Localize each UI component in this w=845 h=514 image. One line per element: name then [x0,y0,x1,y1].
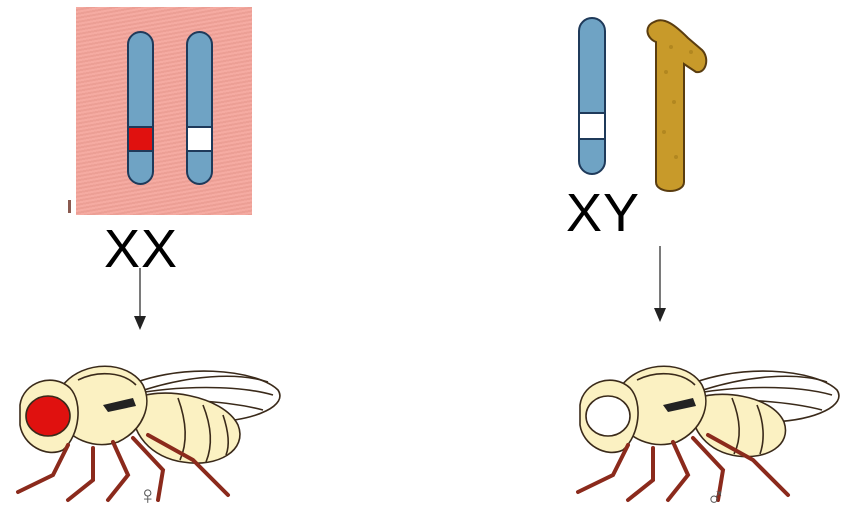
female-symbol: ♀ [138,482,158,508]
x-chromosome-male [578,17,606,175]
red-eye-allele [129,126,152,152]
panel-edge-mark [68,200,71,213]
female-chromosome-panel [76,7,252,215]
white-eye-allele-male [580,112,604,140]
x-chromosome-2 [186,31,213,185]
male-symbol: ♂ [706,484,726,510]
male-arrow [650,246,670,326]
white-eye-allele [188,126,211,152]
male-chromosome-label: XY [566,186,640,240]
y-chromosome [636,12,716,197]
female-arrow [130,268,150,332]
x-chromosome-1 [127,31,154,185]
